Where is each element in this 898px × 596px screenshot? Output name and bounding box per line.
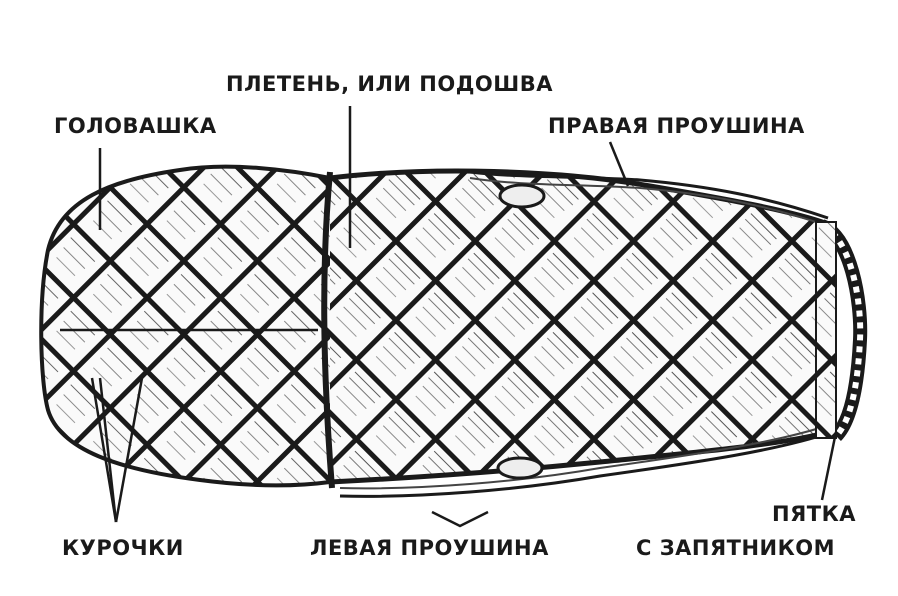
leader-levaya — [432, 512, 488, 526]
label-golovashka: ГОЛОВАШКА — [54, 116, 217, 137]
label-pleten: ПЛЕТЕНЬ, ИЛИ ПОДОШВА — [226, 74, 553, 95]
label-s-zapyatnikom: С ЗАПЯТНИКОМ — [636, 538, 835, 559]
leader-pyatka — [822, 432, 836, 500]
label-levaya-proushina: ЛЕВАЯ ПРОУШИНА — [310, 538, 549, 559]
label-pyatka: ПЯТКА — [772, 504, 856, 525]
heel-rope — [816, 222, 860, 438]
golovashka-area — [30, 150, 340, 495]
pleten-area — [320, 160, 840, 490]
label-pravaya-proushina: ПРАВАЯ ПРОУШИНА — [548, 116, 805, 137]
label-kurochki: КУРОЧКИ — [62, 538, 184, 559]
